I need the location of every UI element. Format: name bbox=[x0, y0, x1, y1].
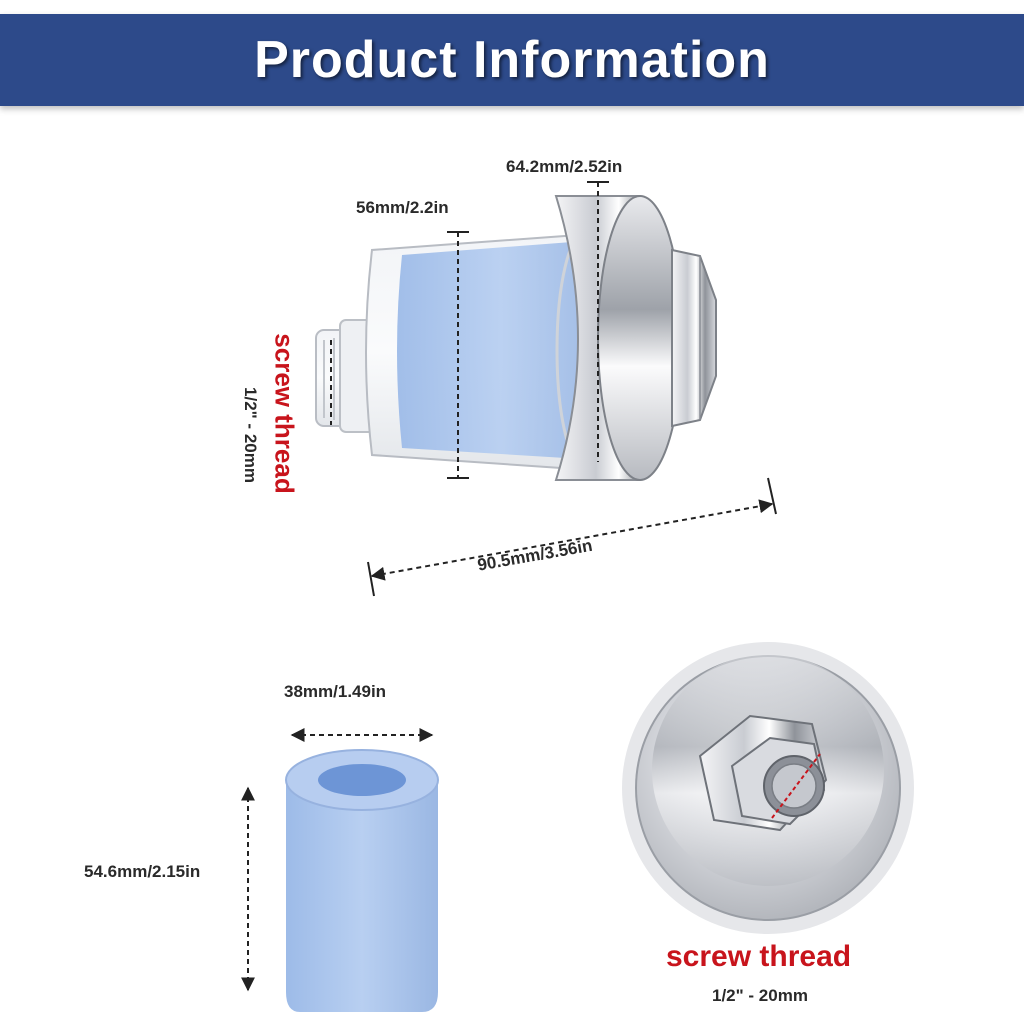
cartridge-height-label: 54.6mm/2.15in bbox=[84, 862, 201, 881]
filter-thread-title: screw thread bbox=[269, 333, 300, 494]
thread-closeup-image bbox=[622, 642, 914, 934]
header-banner: Product Information bbox=[0, 14, 1024, 106]
filter-thread-size: 1/2" - 20mm bbox=[241, 387, 260, 483]
page-title: Product Information bbox=[254, 31, 770, 89]
cartridge-width-label: 38mm/1.49in bbox=[284, 682, 387, 701]
filter-cartridge-image bbox=[285, 749, 439, 1012]
closeup-thread-size: 1/2" - 20mm bbox=[712, 986, 808, 1005]
closeup-thread-title: screw thread bbox=[666, 940, 852, 973]
shower-filter-image bbox=[315, 195, 717, 481]
filter-diameter-label: 64.2mm/2.52in bbox=[506, 157, 623, 176]
filter-height-label: 56mm/2.2in bbox=[356, 198, 449, 217]
